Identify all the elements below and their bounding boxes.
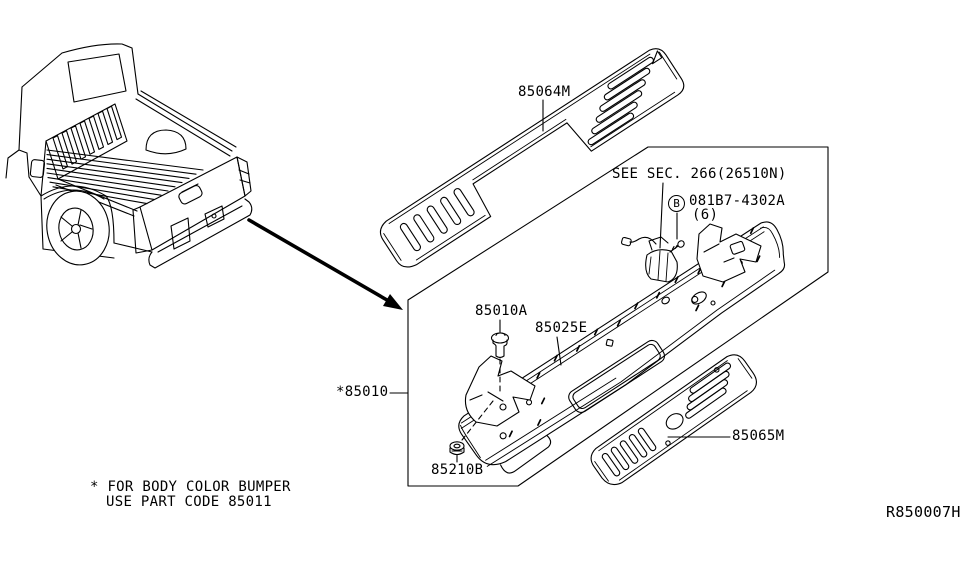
callout-step-pad-upper[interactable]: 85064M <box>518 84 571 100</box>
right-bracket-art <box>691 223 762 306</box>
bumper-bar-art <box>458 221 786 474</box>
reference-code: R850007H <box>886 503 961 521</box>
step-pad-upper-art <box>379 48 685 268</box>
nut-glyph <box>449 441 465 456</box>
callout-bolt-b-qty: (6) <box>692 207 719 223</box>
nut-axis-dashed-line <box>461 400 494 441</box>
callout-nut[interactable]: 85210B <box>431 462 484 478</box>
license-lamp-art <box>621 236 678 283</box>
leader-lines <box>389 99 731 463</box>
bolt-callout-b-icon[interactable]: B <box>668 195 685 212</box>
callout-bolt-b-part[interactable]: 081B7-4302A <box>689 193 786 209</box>
truck-art <box>5 43 253 269</box>
callout-bumper-face[interactable]: 85025E <box>535 320 588 336</box>
footnote-line1: * FOR BODY COLOR BUMPER <box>90 479 291 495</box>
callout-bumper-assembly[interactable]: *85010 <box>336 384 389 400</box>
step-pad-lower-art <box>590 354 757 486</box>
bolt-small-glyph <box>490 332 510 359</box>
assembly-box-outline <box>407 146 829 487</box>
footnote-line2: USE PART CODE 85011 <box>106 494 272 510</box>
pointer-arrow <box>247 218 403 310</box>
callout-bolt-small[interactable]: 85010A <box>475 303 528 319</box>
callout-step-pad-lower[interactable]: 85065M <box>732 428 785 444</box>
bolt-b-glyph <box>669 240 685 253</box>
callout-see-section[interactable]: SEE SEC. 266(26510N) <box>612 166 787 182</box>
